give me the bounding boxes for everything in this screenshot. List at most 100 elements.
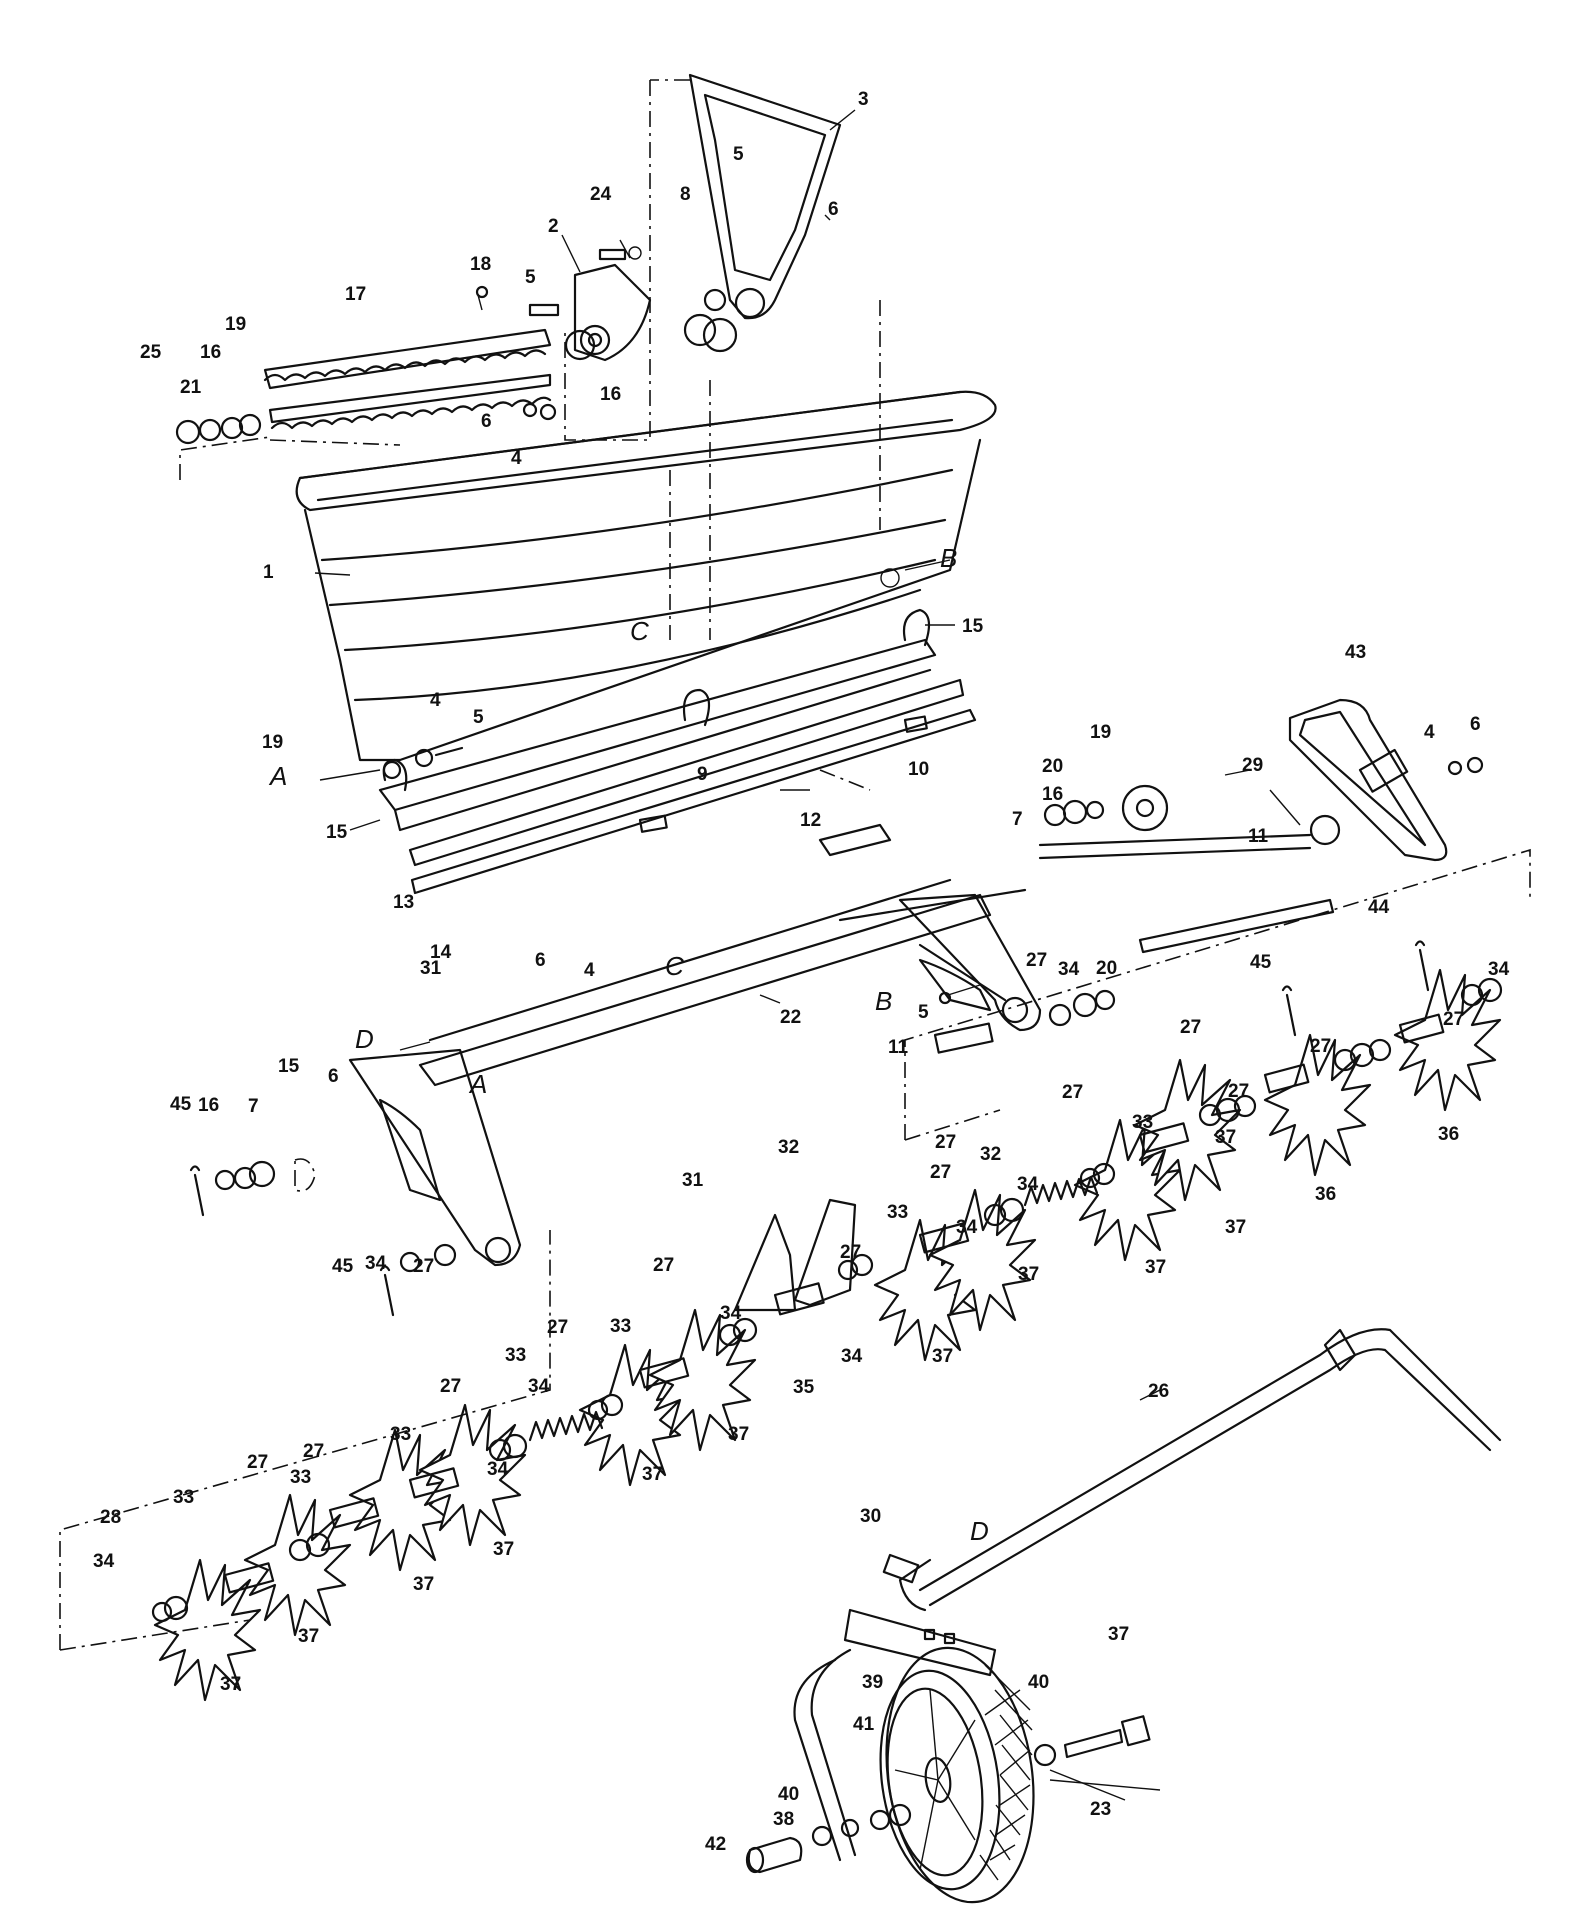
callout: 27 [1026,950,1047,971]
reference-letter-d: D [355,1024,374,1054]
callout: 5 [733,144,744,165]
callout: 34 [365,1253,387,1274]
callout: 18 [470,254,491,275]
handle-bracket-part [564,73,881,530]
callout: 17 [345,284,366,305]
callout: 5 [473,707,484,728]
handle-part [793,1328,1502,1862]
callout: 34 [956,1217,978,1238]
callout: 27 [247,1452,268,1473]
callout: 37 [413,1574,434,1595]
callout: 34 [1058,959,1080,980]
callout: 34 [1017,1174,1039,1195]
callout: 27 [413,1256,434,1277]
callout: 6 [481,411,492,432]
callout: 7 [1012,809,1023,830]
callout: 37 [1018,1264,1039,1285]
callout: 20 [1042,756,1063,777]
callout: 37 [1225,1217,1246,1238]
callout: 43 [1345,642,1366,663]
callout: 37 [932,1346,953,1367]
frame-part [348,823,1042,1267]
reference-letter-a: A [468,1069,487,1099]
callout: 27 [840,1242,861,1263]
callout: 16 [200,342,221,363]
hopper-part [295,380,997,762]
reference-letter-c: C [665,951,684,981]
callout: 45 [332,1256,354,1277]
callout: 19 [1090,722,1111,743]
callout: 32 [778,1137,799,1158]
callout: 35 [793,1377,815,1398]
reference-letter-b: B [940,543,957,573]
callout: 33 [290,1467,311,1488]
callout: 37 [1108,1624,1129,1645]
callout: 37 [642,1464,663,1485]
callout: 40 [778,1784,799,1805]
callout: 24 [590,184,612,205]
reference-letter-d: D [970,1516,989,1546]
axle-bolt-part [745,1715,1151,1874]
callout: 34 [720,1303,742,1324]
callout: 34 [487,1459,509,1480]
callout: 5 [918,1002,929,1023]
callout: 31 [682,1170,704,1191]
callout: 37 [493,1539,514,1560]
callout: 27 [303,1441,324,1462]
reference-letter-b: B [875,986,892,1016]
callout: 44 [1368,897,1390,918]
callout: 27 [1228,1081,1249,1102]
left-hub-part [214,1158,457,1273]
callout: 38 [773,1809,794,1830]
hopper-bottom-channel-part [319,608,977,895]
callout: 6 [828,199,839,220]
callout: 28 [100,1507,121,1528]
callout: 36 [1438,1124,1459,1145]
callout: 20 [1096,958,1117,979]
callout: 27 [440,1376,461,1397]
callout: 12 [800,810,821,831]
callout: 6 [1470,714,1481,735]
callout: 7 [248,1096,259,1117]
callout: 19 [262,732,283,753]
callout: 31 [420,958,442,979]
callout: 32 [980,1144,1001,1165]
callout: 37 [298,1626,319,1647]
callout: 6 [535,950,546,971]
callout: 33 [610,1316,631,1337]
callout: 26 [1148,1381,1169,1402]
callout: 34 [841,1346,863,1367]
shaft-spacers-part [59,977,1503,1651]
spike-wheels-part [153,968,1502,1702]
callout: 27 [653,1255,674,1276]
callout: 10 [908,759,929,780]
callout: 16 [600,384,621,405]
callout: 4 [430,690,441,711]
callout: 34 [1488,959,1510,980]
reference-letter-c: C [630,616,649,646]
callout: 33 [1132,1112,1153,1133]
callout: 19 [225,314,246,335]
callout: 29 [1242,755,1263,776]
callout: 15 [962,616,984,637]
callout: 27 [1443,1009,1464,1030]
callout: 3 [858,89,869,110]
callout: 45 [1250,952,1272,973]
callout: 33 [173,1487,194,1508]
callout: 15 [278,1056,300,1077]
callout: 23 [1090,1799,1111,1820]
drive-sprocket-part [904,784,1531,1141]
callout: 45 [170,1094,192,1115]
callout: 42 [705,1834,726,1855]
callout: 13 [393,892,414,913]
callout: 33 [390,1424,411,1445]
callout: 27 [935,1132,956,1153]
left-washers-part [175,402,557,480]
callout: 4 [511,448,522,469]
wheel-part [879,1646,1035,1904]
callout: 27 [1180,1017,1201,1038]
callout: 11 [888,1037,909,1058]
callout: 15 [326,822,348,843]
cotter-pins-part [189,940,1430,1317]
